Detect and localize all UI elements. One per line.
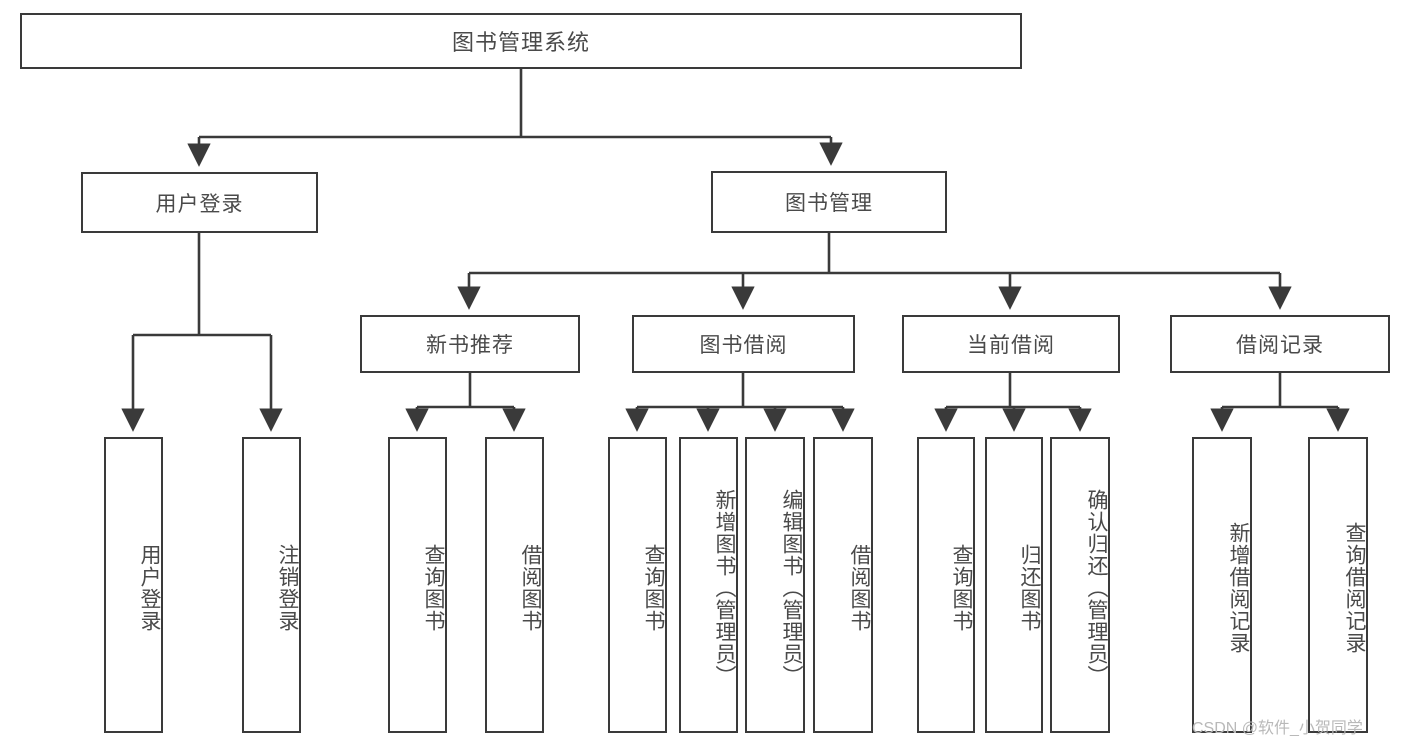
node-label: 用户登录 (138, 544, 161, 632)
node-label: 借阅图书 (519, 544, 542, 632)
node-leaf-query-book-2[interactable]: 查询图书 (608, 437, 667, 733)
node-leaf-user-login[interactable]: 用户登录 (104, 437, 163, 733)
node-label: 用户登录 (155, 192, 244, 216)
node-label: 注销登录 (276, 544, 299, 632)
node-label: 编辑图书（管理员） (780, 489, 803, 687)
node-label: 新书推荐 (426, 334, 514, 357)
node-leaf-query-record[interactable]: 查询借阅记录 (1308, 437, 1368, 733)
node-leaf-edit-book[interactable]: 编辑图书（管理员） (745, 437, 805, 733)
node-label: 当前借阅 (967, 334, 1055, 357)
node-user-login[interactable]: 用户登录 (81, 172, 318, 233)
node-root-system[interactable]: 图书管理系统 (20, 13, 1022, 69)
node-label: 借阅图书 (848, 544, 871, 632)
node-book-borrow[interactable]: 图书借阅 (632, 315, 855, 373)
node-leaf-add-book[interactable]: 新增图书（管理员） (679, 437, 738, 733)
node-label: 新增图书（管理员） (713, 489, 736, 687)
node-borrow-record[interactable]: 借阅记录 (1170, 315, 1390, 373)
node-label: 新增借阅记录 (1227, 522, 1250, 654)
node-label: 查询借阅记录 (1343, 522, 1366, 654)
node-label: 确认归还（管理员） (1085, 489, 1108, 687)
node-label: 查询图书 (422, 544, 445, 632)
node-label: 借阅记录 (1236, 334, 1324, 357)
node-label: 查询图书 (950, 544, 973, 632)
node-label: 查询图书 (642, 544, 665, 632)
node-book-manage[interactable]: 图书管理 (711, 171, 947, 233)
node-current-borrow[interactable]: 当前借阅 (902, 315, 1120, 373)
node-leaf-borrow-book-1[interactable]: 借阅图书 (485, 437, 544, 733)
node-label: 图书管理系统 (451, 30, 590, 55)
node-leaf-confirm-return[interactable]: 确认归还（管理员） (1050, 437, 1110, 733)
csdn-watermark: CSDN @软件_小贺同学 (1192, 720, 1363, 737)
node-label: 归还图书 (1018, 544, 1041, 632)
node-leaf-add-record[interactable]: 新增借阅记录 (1192, 437, 1252, 733)
node-new-book-rec[interactable]: 新书推荐 (360, 315, 580, 373)
node-leaf-query-book-1[interactable]: 查询图书 (388, 437, 447, 733)
node-label: 图书借阅 (699, 334, 788, 357)
node-label: 图书管理 (785, 192, 873, 215)
node-leaf-return-book[interactable]: 归还图书 (985, 437, 1043, 733)
node-leaf-user-logout[interactable]: 注销登录 (242, 437, 301, 733)
node-leaf-query-book-3[interactable]: 查询图书 (917, 437, 975, 733)
node-leaf-borrow-book-2[interactable]: 借阅图书 (813, 437, 873, 733)
